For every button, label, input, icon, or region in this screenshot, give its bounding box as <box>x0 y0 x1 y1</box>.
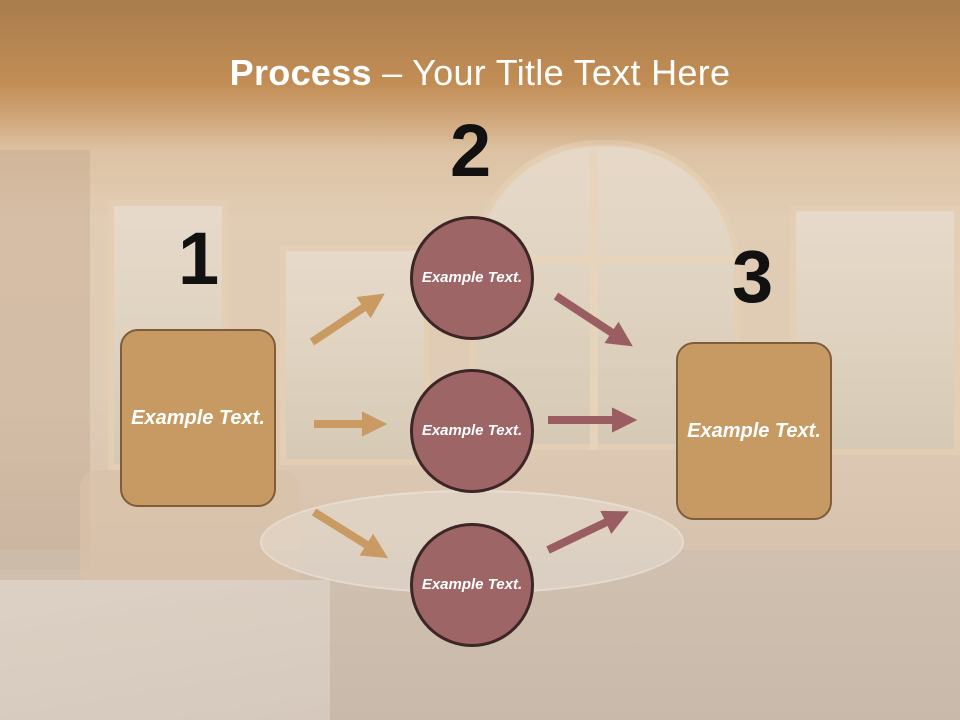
step-number-1: 1 <box>178 217 220 300</box>
title-bold: Process <box>229 52 372 93</box>
right-box-label: Example Text. <box>687 419 821 442</box>
step-number-3: 3 <box>732 235 774 318</box>
circle-2: Example Text. <box>410 369 534 493</box>
left-box: Example Text. <box>120 329 276 507</box>
arrow-to-circle-1 <box>309 293 385 346</box>
right-box: Example Text. <box>676 342 832 520</box>
arrow-from-circle-3 <box>546 510 629 554</box>
circle-1-label: Example Text. <box>421 268 523 286</box>
step-number-2: 2 <box>450 109 492 192</box>
circle-1: Example Text. <box>410 216 534 340</box>
counter <box>0 580 330 720</box>
title-rest: – Your Title Text Here <box>371 52 731 93</box>
title-band <box>0 0 960 150</box>
arrow-from-circle-1 <box>553 292 633 347</box>
circle-3-label: Example Text. <box>421 575 523 593</box>
left-box-label: Example Text. <box>131 406 265 429</box>
slide-title: Process – Your Title Text Here <box>0 52 960 94</box>
arrow-to-circle-3 <box>311 508 389 559</box>
circle-2-label: Example Text. <box>421 421 523 439</box>
circle-3: Example Text. <box>410 523 534 647</box>
window-middle-left <box>280 245 430 465</box>
